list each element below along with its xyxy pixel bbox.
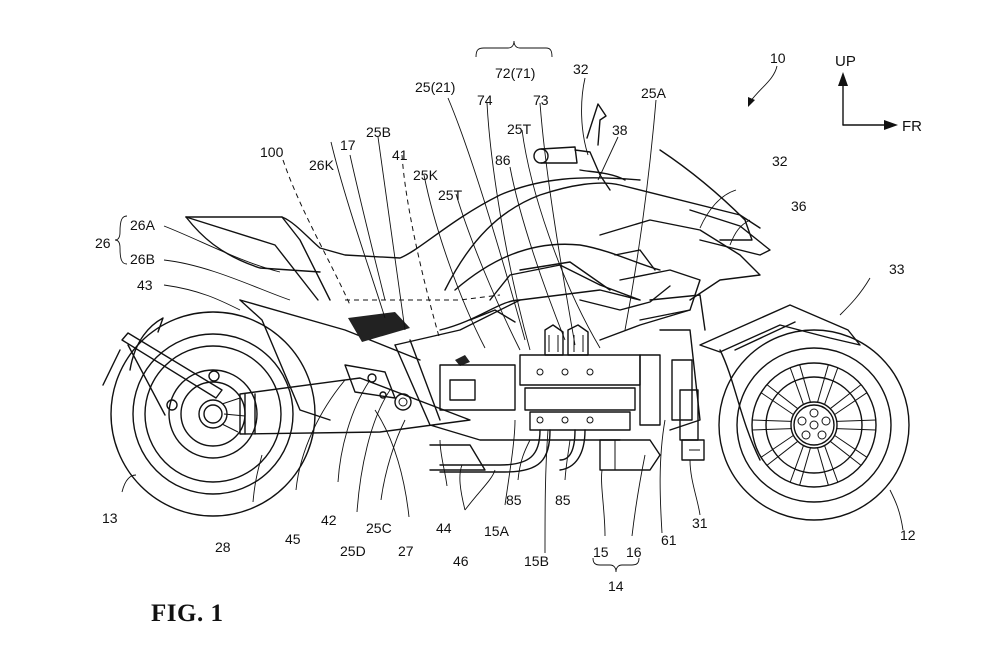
spoke-edge	[829, 384, 862, 410]
assembly-arrow-icon	[748, 97, 755, 107]
transmission	[599, 439, 661, 471]
direction-indicator: UP FR	[835, 53, 922, 135]
up-label: UP	[835, 53, 856, 70]
spoke-edge	[836, 419, 876, 422]
label-74: 74	[477, 92, 493, 108]
label-26: 26	[95, 235, 111, 251]
label-31: 31	[692, 515, 708, 531]
handlebar	[533, 103, 626, 191]
label-15: 15	[593, 544, 609, 560]
label-42: 42	[321, 512, 337, 528]
label-32-handlebar: 32	[573, 61, 589, 77]
front-fork	[719, 349, 761, 461]
label-85-right: 85	[555, 492, 571, 508]
label-15B: 15B	[524, 553, 549, 569]
spoke-edge	[799, 364, 811, 403]
rear-wheel	[110, 311, 316, 517]
label-25A: 25A	[641, 85, 667, 101]
spoke-edge	[834, 434, 868, 458]
label-12: 12	[900, 527, 916, 543]
label-36: 36	[791, 198, 807, 214]
spoke-edge	[824, 445, 839, 483]
side-grille	[348, 312, 410, 342]
front-label: FR	[902, 118, 922, 135]
spoke-edge	[789, 367, 804, 405]
engine	[439, 324, 661, 431]
label-28: 28	[215, 539, 231, 555]
label-43: 43	[137, 277, 153, 293]
label-25T-top: 25T	[507, 121, 532, 137]
label-100: 100	[260, 144, 284, 160]
figure-caption: FIG. 1	[151, 600, 224, 627]
spoke-edge	[760, 434, 794, 458]
label-16: 16	[626, 544, 642, 560]
label-13: 13	[102, 510, 118, 526]
label-17: 17	[340, 137, 356, 153]
label-25-21: 25(21)	[415, 79, 455, 95]
label-32-fairing: 32	[772, 153, 788, 169]
hidden-line	[345, 294, 501, 301]
label-25D: 25D	[340, 543, 366, 559]
spoke-edge	[752, 428, 792, 431]
label-26B: 26B	[130, 251, 155, 267]
spoke-edge	[766, 384, 799, 410]
front-caliper	[679, 389, 705, 461]
label-86: 86	[495, 152, 511, 168]
front-arrow-icon	[884, 120, 898, 130]
pivot-bolt	[394, 393, 412, 411]
label-45: 45	[285, 531, 301, 547]
label-73: 73	[533, 92, 549, 108]
assembly-leader	[749, 65, 778, 103]
label-25K: 25K	[413, 167, 439, 183]
label-10: 10	[770, 50, 786, 66]
label-27: 27	[398, 543, 414, 559]
rear-cowl	[185, 177, 641, 421]
label-15A: 15A	[484, 523, 510, 539]
label-72-71: 72(71)	[495, 65, 535, 81]
spoke-edge	[752, 419, 792, 422]
label-38: 38	[612, 122, 628, 138]
swingarm	[239, 377, 471, 435]
label-14: 14	[608, 578, 624, 594]
exhaust-pipes	[429, 429, 586, 473]
spoke-edge	[799, 447, 811, 486]
body-frame	[394, 289, 691, 441]
label-85-left: 85	[506, 492, 522, 508]
label-25C: 25C	[366, 520, 392, 536]
rear-fender	[102, 317, 223, 416]
label-25T-left: 25T	[438, 187, 463, 203]
front-fairing	[599, 149, 771, 331]
spoke-edge	[829, 440, 862, 466]
spoke-edge	[834, 392, 868, 416]
wheel-spokes	[752, 364, 876, 486]
up-arrow-icon	[838, 72, 848, 86]
label-44: 44	[436, 520, 452, 536]
label-41: 41	[392, 147, 408, 163]
label-33: 33	[889, 261, 905, 277]
spoke-edge	[824, 367, 839, 405]
label-46: 46	[453, 553, 469, 569]
spoke-edge	[789, 445, 804, 483]
spoke-edge	[760, 392, 794, 416]
reference-labels: 10 32 72(71) 74 73 25(21) 25A 38 25T 86 …	[95, 50, 916, 594]
label-26A: 26A	[130, 217, 156, 233]
label-25B: 25B	[366, 124, 391, 140]
spoke-edge	[836, 428, 876, 431]
spoke-edge	[766, 440, 799, 466]
label-26K: 26K	[309, 157, 335, 173]
front-wheel	[718, 329, 910, 521]
spoke-edge	[817, 364, 829, 403]
passenger-footrest	[344, 364, 396, 399]
leader-lines	[114, 40, 904, 573]
front-fender	[699, 304, 861, 353]
spoke-edge	[817, 447, 829, 486]
label-61: 61	[661, 532, 677, 548]
